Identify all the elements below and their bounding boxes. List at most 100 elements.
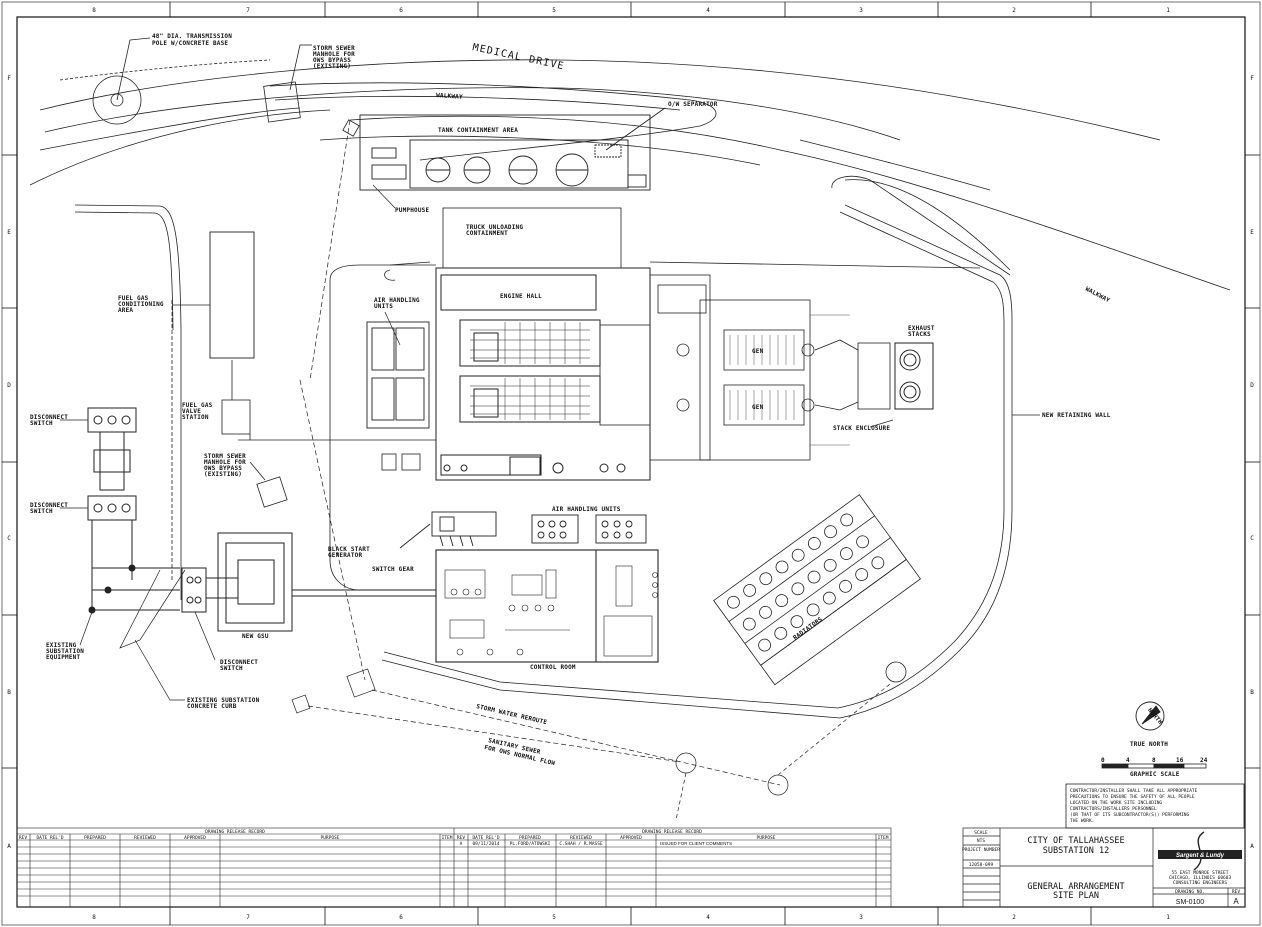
tb-title-line-2: SITE PLAN [1053, 891, 1099, 901]
label-radiators: RADIATORS [792, 616, 824, 642]
graphic-scale [1101, 763, 1207, 769]
label-existing-sub-equip-2: SUBSTATION [46, 648, 84, 655]
label-gen-2: GEN [752, 404, 764, 411]
label-pumphouse: PUMPHOUSE [395, 207, 429, 214]
rev-left-col-rev: REV [19, 835, 27, 841]
grid-col-8-top: 8 [92, 7, 96, 14]
tb-title-line-1: GENERAL ARRANGEMENT [1027, 882, 1124, 892]
note-line-3: LOCATED ON THE WORK SITE INCLUDING [1070, 800, 1162, 806]
rev-left-col-date: DATE REL'D [36, 835, 63, 841]
leader-pumphouse [372, 184, 396, 209]
label-walkway-top: WALKWAY [436, 92, 463, 101]
label-fuel-gas-cond-2: CONDITIONING [118, 301, 164, 308]
grid-col-7-top: 7 [246, 7, 250, 14]
grid-col-4-bottom: 4 [706, 914, 710, 921]
scale-tick-4: 4 [1126, 757, 1130, 764]
label-stack-enclosure: STACK ENCLOSURE [833, 425, 890, 432]
rev-entry-purpose: ISSUED FOR CLIENT COMMENTS [660, 841, 732, 846]
grid-col-5-bottom: 5 [552, 914, 556, 921]
label-transmission-pole-2: POLE W/CONCRETE BASE [152, 40, 228, 47]
revision-blocks [16, 827, 892, 908]
site-outline [329, 264, 436, 591]
new-retaining-wall [381, 204, 1040, 719]
label-air-handling-top-2: UNITS [374, 303, 393, 310]
tb-rev-label: REV [1232, 889, 1240, 895]
storm-manhole-top [263, 44, 360, 137]
scale-tick-24: 24 [1200, 757, 1208, 764]
exhaust-stacks [894, 342, 934, 410]
grid-col-1-top: 1 [1166, 7, 1170, 14]
label-ow-separator: O/W SEPARATOR [668, 101, 718, 108]
grid-col-6-top: 6 [399, 7, 403, 14]
label-storm-manhole-top-2: MANHOLE FOR [313, 51, 355, 58]
label-control-room: CONTROL ROOM [530, 664, 576, 671]
leader-stack-enclosure [869, 419, 894, 428]
grid-col-3-bottom: 3 [859, 914, 863, 921]
label-fuel-gas-valve-2: VALVE [182, 408, 201, 415]
manhole-east [885, 661, 907, 683]
label-black-start-1: BLACK START [328, 546, 370, 553]
label-existing-sub-equip-3: EQUIPMENT [46, 654, 80, 661]
air-handling-units-south [531, 514, 647, 544]
north-arrow [1135, 701, 1165, 731]
tb-scale-label: SCALE [974, 830, 988, 836]
road-curves [29, 59, 1231, 291]
label-exhaust-stacks-1: EXHAUST [908, 325, 935, 332]
label-air-handling-top-1: AIR HANDLING [374, 297, 420, 304]
label-new-retaining-wall: NEW RETAINING WALL [1042, 412, 1111, 419]
label-storm-manhole-mid-2: MANHOLE FOR [204, 459, 246, 466]
note-line-6: THE WORK. [1070, 818, 1094, 824]
grid-col-8-bottom: 8 [92, 914, 96, 921]
tb-scale-value: NTS [977, 838, 985, 844]
company-logo [1158, 831, 1242, 871]
grid-row-c-left: C [7, 535, 11, 542]
title-block [962, 827, 1246, 908]
control-building [435, 549, 659, 663]
tb-company-line-2: CHICAGO, ILLINOIS 60603 [1169, 875, 1232, 881]
rev-left-col-prepared: PREPARED [84, 835, 106, 841]
grid-col-4-top: 4 [706, 7, 710, 14]
tb-rev: A [1233, 897, 1239, 906]
label-existing-sub-equip-1: EXISTING [46, 642, 77, 649]
note-line-2: PRECAUTIONS TO ENSURE THE SAFETY OF ALL … [1070, 794, 1195, 800]
radiators [713, 494, 921, 686]
truck-unloading-containment [389, 207, 981, 269]
note-line-1: CONTRACTOR/INSTALLER SHALL TAKE ALL APPR… [1070, 788, 1198, 794]
label-air-handling-mid: AIR HANDLING UNITS [552, 506, 621, 513]
storm-water-reroute [291, 119, 891, 821]
rev-right-col-reviewed: REVIEWED [570, 835, 592, 841]
grid-col-5-top: 5 [552, 7, 556, 14]
transmission-pole [92, 37, 151, 125]
aux-equipment [381, 453, 421, 471]
rev-block-left-heading: DRAWING RELEASE RECORD [205, 829, 265, 835]
label-truck-unloading-2: CONTAINMENT [466, 230, 508, 237]
grid-row-b-left: B [7, 689, 11, 696]
property-lines [74, 204, 182, 600]
existing-substation [87, 407, 180, 614]
label-disconnect-2a: DISCONNECT [30, 502, 68, 509]
grid-row-f-left: F [7, 75, 11, 82]
label-black-start-2: GENERATOR [328, 552, 362, 559]
label-storm-manhole-mid-1: STORM SEWER [204, 453, 246, 460]
rev-entry-reviewed: C.SHAH / R.MASSE [559, 841, 603, 847]
label-gen-1: GEN [752, 348, 764, 355]
label-storm-manhole-top-4: (EXISTING) [313, 63, 351, 70]
label-new-gsu: NEW GSU [242, 633, 269, 640]
rev-right-col-prepared: PREPARED [519, 835, 541, 841]
grid-row-a-left: A [7, 843, 11, 850]
label-storm-manhole-top-1: STORM SEWER [313, 45, 355, 52]
scale-tick-0: 0 [1101, 757, 1105, 764]
rev-left-col-reviewed: REVIEWED [134, 835, 156, 841]
grid-col-6-bottom: 6 [399, 914, 403, 921]
label-storm-manhole-mid-4: (EXISTING) [204, 471, 242, 478]
label-exhaust-stacks-2: STACKS [908, 331, 931, 338]
tb-company-name: Sargent & Lundy [1176, 853, 1225, 859]
scale-tick-8: 8 [1152, 757, 1156, 764]
label-true-north: TRUE NORTH [1130, 741, 1168, 748]
tb-client-line-1: CITY OF TALLAHASSEE [1027, 836, 1124, 846]
grid-col-2-top: 2 [1012, 7, 1016, 14]
label-disconnect-2b: SWITCH [30, 508, 53, 515]
rev-entry-rev: A [460, 841, 463, 847]
grid-row-e-left: E [7, 229, 11, 236]
label-disconnect-1a: DISCONNECT [30, 414, 68, 421]
